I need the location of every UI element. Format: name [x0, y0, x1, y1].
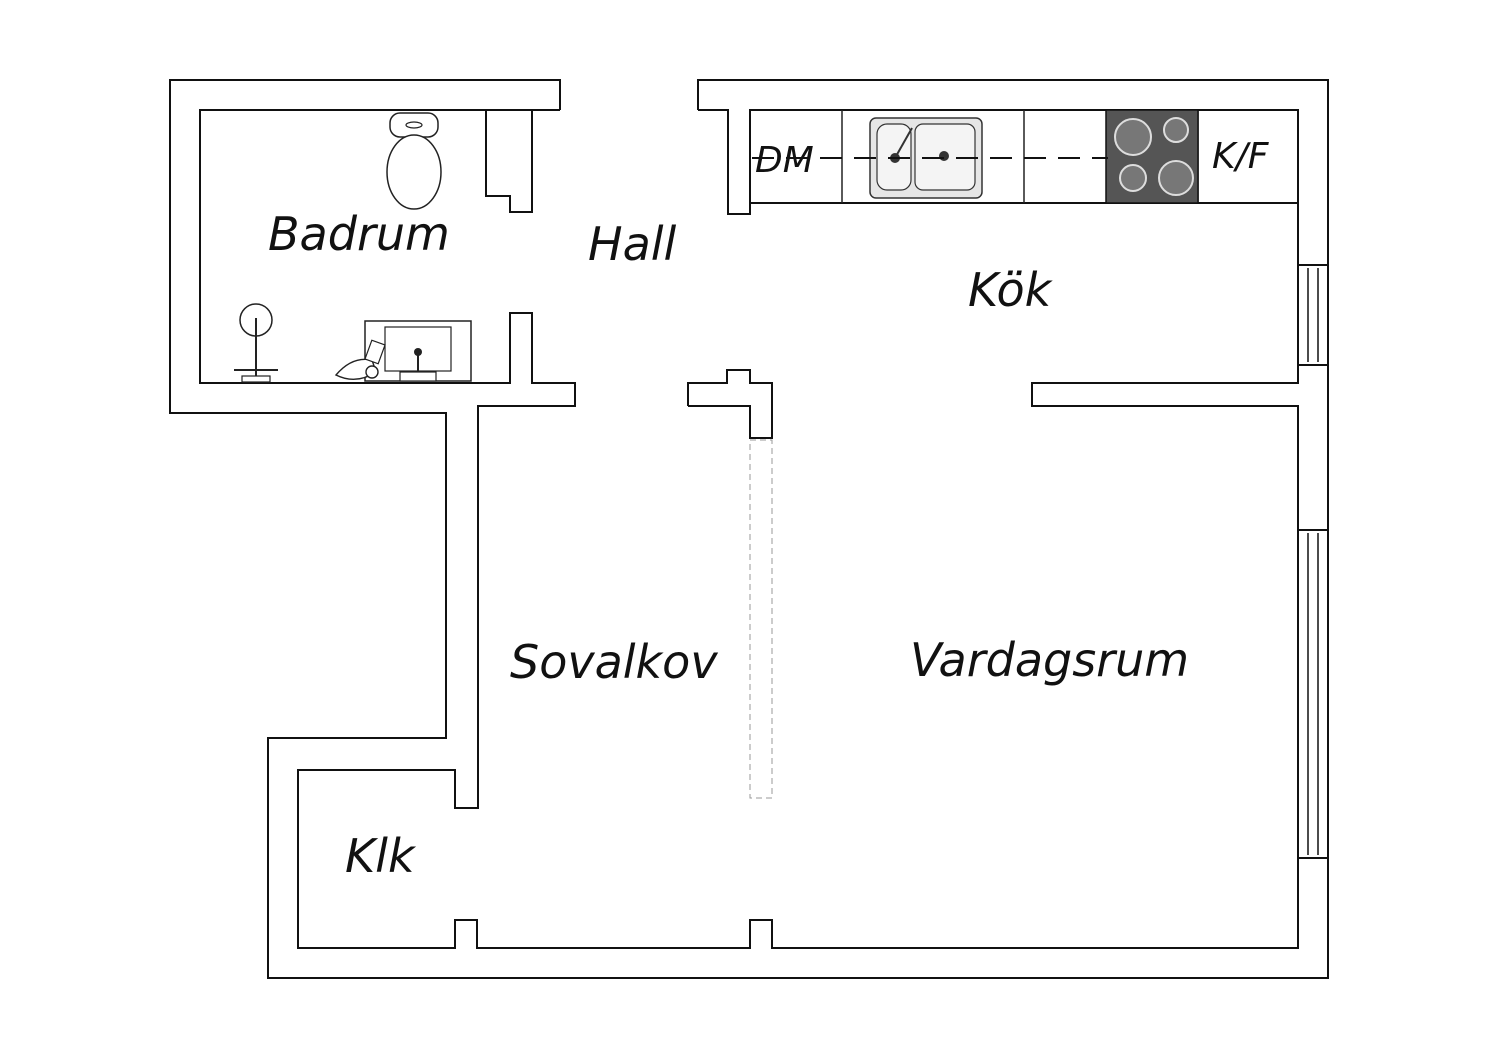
room-label-vardagsrum: Vardagsrum [910, 633, 1189, 687]
toilet-icon [386, 112, 442, 210]
dishwasher-label: DM [755, 140, 814, 181]
hair-dryer-icon [334, 339, 386, 380]
shower-icon [234, 303, 278, 383]
windows [1297, 264, 1329, 859]
kitchen-fixtures: DM K/F [752, 109, 1270, 204]
window-kitchen [1297, 264, 1329, 366]
bathroom-fixtures [234, 112, 472, 383]
bathroom-wall-segment [485, 109, 560, 213]
room-label-hall: Hall [588, 217, 677, 271]
room-labels: Badrum Hall Kök Sovalkov Vardagsrum Klk [268, 207, 1189, 883]
room-label-klk: Klk [345, 829, 417, 883]
sliding-partition [749, 439, 773, 799]
partition-stub [687, 369, 773, 439]
room-label-badrum: Badrum [268, 207, 450, 261]
stove-icon [1105, 109, 1199, 204]
fridge-freezer-label: K/F [1212, 136, 1270, 177]
room-label-sovalkov: Sovalkov [510, 635, 718, 689]
room-label-kok: Kök [968, 263, 1054, 317]
outer-wall-top-left [169, 79, 1329, 979]
window-living-room [1297, 529, 1329, 859]
